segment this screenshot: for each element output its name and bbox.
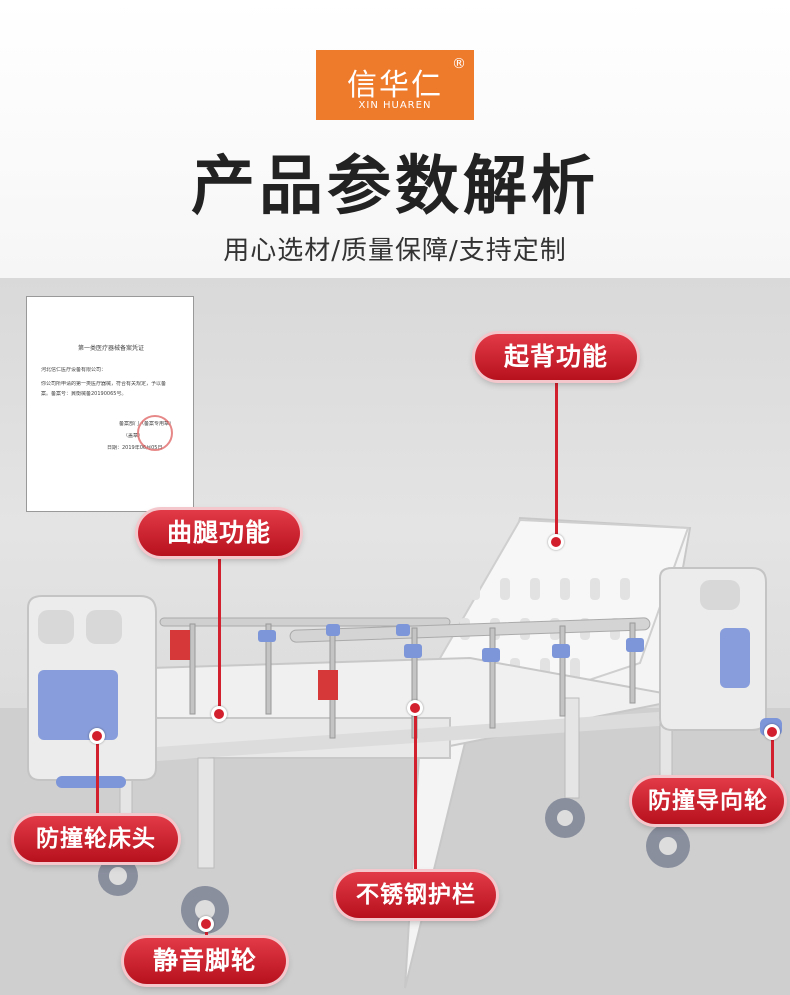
- brand-name: 信华仁: [347, 68, 443, 103]
- callout-leader-line: [205, 932, 208, 942]
- callout-silent-caster: 静音脚轮: [124, 938, 286, 984]
- callout-dot: [198, 916, 214, 932]
- certificate-line: 河北信仁医疗设备有限公司：: [41, 367, 107, 373]
- callout-leader-line: [218, 556, 221, 712]
- page-subtitle: 用心选材/质量保障/支持定制: [223, 236, 567, 266]
- callout-anti-collision-headboard: 防撞轮床头: [14, 816, 178, 862]
- callout-dot: [548, 534, 564, 550]
- callout-leader-line: [771, 740, 774, 782]
- callout-leader-line: [96, 742, 99, 818]
- registration-certificate: 第一类医疗器械备案凭证 河北信仁医疗设备有限公司： 你公司所申请的第一类医疗器械…: [26, 296, 194, 512]
- certificate-line: 你公司所申请的第一类医疗器械，符合有关规定，予以备: [41, 381, 167, 387]
- callout-back-lift: 起背功能: [475, 334, 637, 380]
- brand-pinyin: XIN HUAREN: [358, 100, 432, 111]
- certificate-line: （盖章）: [123, 433, 144, 439]
- certificate-title: 第一类医疗器械备案凭证: [77, 345, 144, 352]
- callout-leader-line: [414, 714, 417, 874]
- callout-leader-line: [555, 378, 558, 540]
- callout-dot: [89, 728, 105, 744]
- callout-dot: [764, 724, 780, 740]
- header: 信华仁 ® XIN HUAREN 产品参数解析 用心选材/质量保障/支持定制: [0, 0, 790, 278]
- red-seal-stamp: [137, 415, 173, 451]
- certificate-line: 日期：2019年06月05日: [107, 445, 163, 451]
- callout-leg-bend: 曲腿功能: [138, 510, 300, 556]
- certificate-line: 案。备案号：冀衡械备20190065号。: [41, 391, 127, 397]
- callout-dot: [211, 706, 227, 722]
- brand-logo: 信华仁 ® XIN HUAREN: [316, 50, 474, 120]
- callout-anti-collision-guide-wheel: 防撞导向轮: [632, 778, 784, 824]
- registered-mark: ®: [452, 56, 466, 72]
- callout-dot: [407, 700, 423, 716]
- callout-stainless-guardrail: 不锈钢护栏: [336, 872, 496, 918]
- page-title: 产品参数解析: [191, 150, 599, 224]
